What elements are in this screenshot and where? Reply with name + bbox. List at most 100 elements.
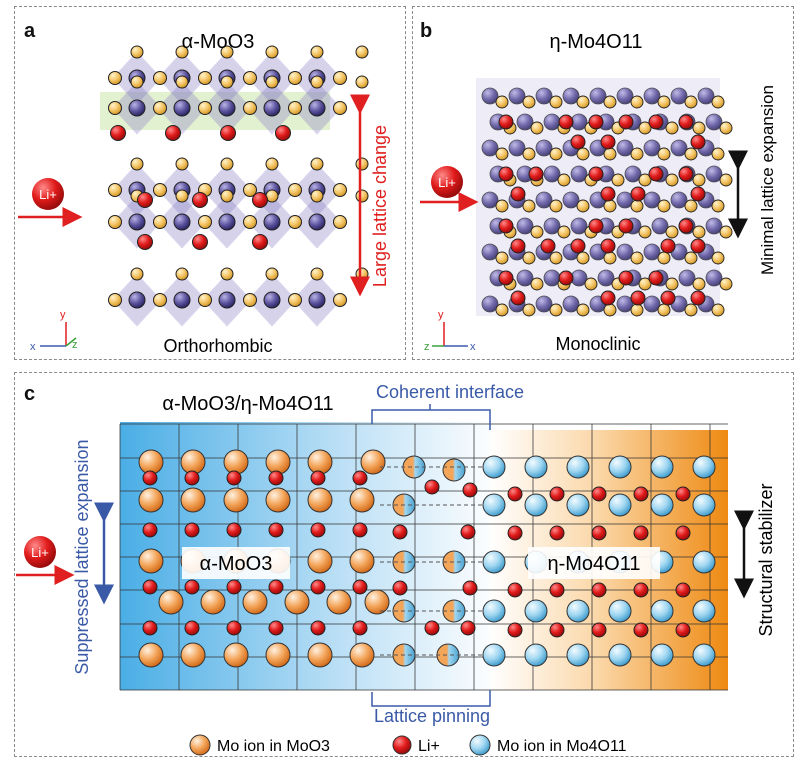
mo-ion-mo4o11 (566, 493, 590, 517)
mo-atom (705, 165, 723, 183)
oxygen-atom (355, 157, 369, 171)
oxygen-atom (638, 121, 652, 135)
li-ion (424, 620, 440, 636)
mo-ion-mo4o11 (608, 455, 632, 479)
oxygen-atom (657, 147, 671, 161)
oxygen-atom (153, 71, 167, 85)
li-ion (618, 114, 634, 130)
oxygen-atom (576, 147, 590, 161)
mo-ion-mo4o11 (566, 599, 590, 623)
oxygen-atom (530, 225, 544, 239)
li-ion (591, 486, 607, 502)
mo-ion-moo3 (223, 449, 249, 475)
oxygen-atom (265, 75, 279, 89)
mo-ion-interface (402, 455, 426, 479)
mo-ion-moo3 (307, 642, 333, 668)
li-ion (549, 525, 565, 541)
li-ion (510, 290, 526, 306)
legend-marker-mo-mo4o11 (469, 734, 491, 756)
panel-c-li-text: Li+ (31, 545, 49, 560)
mo-atom (508, 139, 526, 157)
mo-ion-mo4o11 (524, 455, 548, 479)
oxygen-atom (220, 189, 234, 203)
oxygen-atom (557, 173, 571, 187)
oxygen-atom (198, 215, 212, 229)
oxygen-atom (630, 199, 644, 213)
li-ion (630, 290, 646, 306)
mo-atom (535, 295, 553, 313)
li-ion (352, 620, 368, 636)
mo-ion-mo4o11 (482, 599, 506, 623)
mo-ion-mo4o11 (482, 455, 506, 479)
oxygen-atom (522, 199, 536, 213)
mo-ion-moo3 (349, 548, 375, 574)
mo-atom (597, 269, 615, 287)
li-ion (648, 166, 664, 182)
mo-atom (697, 87, 715, 105)
legend-text-mo-moo3: Mo ion in MoO3 (217, 738, 330, 755)
oxygen-atom (288, 215, 302, 229)
oxygen-atom (657, 251, 671, 265)
mo-atom (263, 99, 281, 117)
oxygen-atom (288, 71, 302, 85)
oxygen-atom (684, 95, 698, 109)
oxygen-atom (692, 225, 706, 239)
li-ion (678, 166, 694, 182)
oxygen-atom (603, 147, 617, 161)
oxygen-atom (333, 71, 347, 85)
li-ion (510, 238, 526, 254)
panel-c-label: c (24, 383, 36, 405)
mo-ion-moo3 (265, 449, 291, 475)
panel-c-bottom-label: Lattice pinning (374, 706, 490, 726)
li-ion (660, 290, 676, 306)
li-ion (498, 114, 514, 130)
panel-c-left-side-label: Suppressed lattice expansion (72, 439, 92, 674)
li-ion (600, 186, 616, 202)
oxygen-atom (288, 101, 302, 115)
mo-atom (481, 191, 499, 209)
li-ion (352, 470, 368, 486)
oxygen-atom (288, 293, 302, 307)
oxygen-atom (684, 303, 698, 317)
li-ion (392, 524, 408, 540)
oxygen-atom (692, 121, 706, 135)
li-ion (633, 525, 649, 541)
oxygen-atom (130, 157, 144, 171)
oxygen-atom (711, 199, 725, 213)
mo-ion-mo4o11 (566, 455, 590, 479)
oxygen-atom (576, 199, 590, 213)
li-ion (690, 134, 706, 150)
li-ion (310, 620, 326, 636)
oxygen-atom (495, 303, 509, 317)
mo-ion-moo3 (364, 589, 390, 615)
oxygen-atom (243, 101, 257, 115)
mo-ion-moo3 (158, 589, 184, 615)
oxygen-atom (265, 157, 279, 171)
li-ion (137, 192, 153, 208)
li-ion (507, 622, 523, 638)
li-ion (310, 522, 326, 538)
oxygen-atom (603, 95, 617, 109)
li-ion (392, 580, 408, 596)
mo-atom (616, 243, 634, 261)
mo-ion-moo3 (138, 642, 164, 668)
mo-atom (616, 87, 634, 105)
oxygen-atom (719, 225, 733, 239)
li-ion (252, 192, 268, 208)
oxygen-atom (611, 173, 625, 187)
mo-atom (705, 113, 723, 131)
li-ion (462, 580, 478, 596)
li-ion (252, 234, 268, 250)
li-ion (528, 166, 544, 182)
mo-atom (616, 295, 634, 313)
oxygen-atom (243, 71, 257, 85)
mo-atom (643, 191, 661, 209)
li-ion (588, 166, 604, 182)
li-ion (184, 620, 200, 636)
mo-atom (643, 243, 661, 261)
li-ion (591, 622, 607, 638)
li-ion (220, 125, 236, 141)
oxygen-atom (665, 277, 679, 291)
mo-ion-mo4o11 (650, 455, 674, 479)
oxygen-atom (530, 277, 544, 291)
